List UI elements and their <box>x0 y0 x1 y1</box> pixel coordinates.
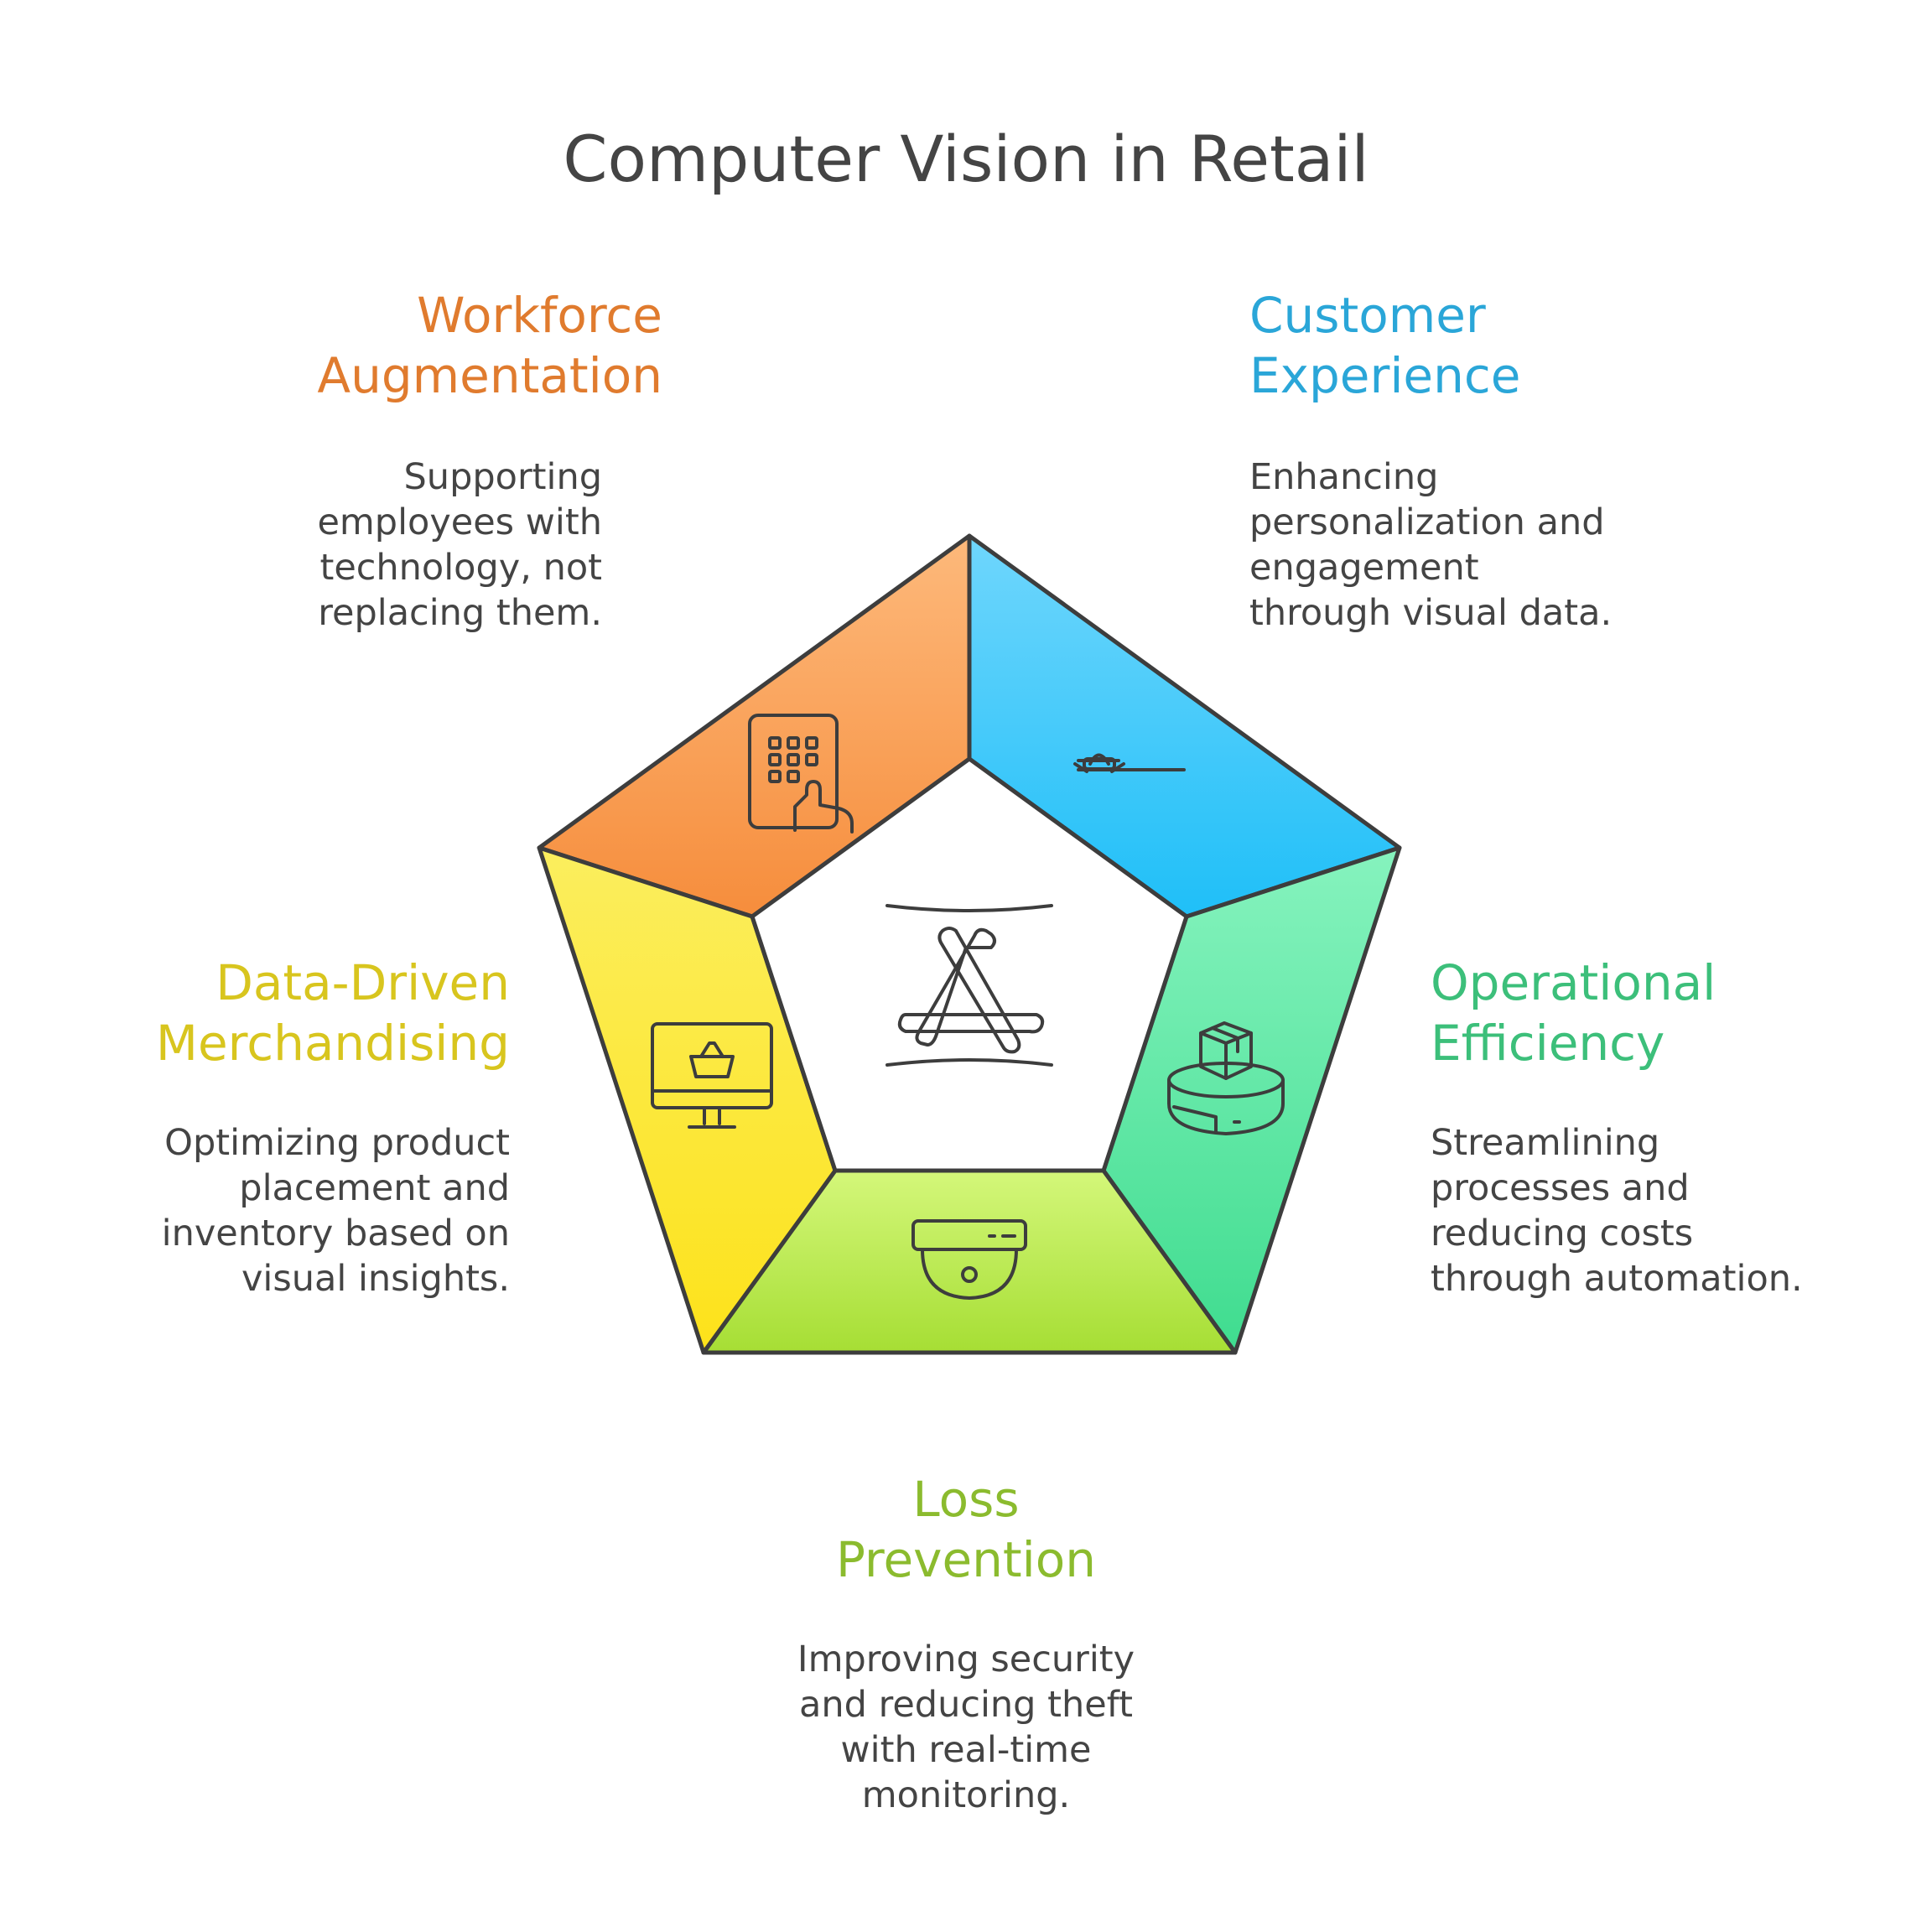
merch-description: Optimizing product placement and invento… <box>162 1120 510 1301</box>
operational-title: Operational Efficiency <box>1431 953 1716 1073</box>
customer-description: Enhancing personalization and engagement… <box>1249 454 1612 636</box>
loss-title-line: Loss <box>912 1471 1020 1528</box>
merch-desc-line: placement and <box>239 1167 510 1209</box>
operational-desc-line: processes and <box>1431 1167 1690 1209</box>
operational-title-line: Efficiency <box>1431 1015 1665 1072</box>
merch-title: Data-Driven Merchandising <box>156 953 510 1073</box>
operational-desc-line: reducing costs <box>1431 1213 1694 1254</box>
loss-desc-line: with real-time <box>840 1729 1092 1771</box>
customer-desc-line: engagement <box>1249 547 1479 589</box>
customer-desc-line: Enhancing <box>1249 456 1439 498</box>
customer-title: Customer Experience <box>1249 285 1520 406</box>
workforce-desc-line: replacing them. <box>318 592 602 634</box>
merch-desc-line: visual insights. <box>241 1258 510 1300</box>
center-pentagon <box>750 756 1189 1173</box>
page-title: Computer Vision in Retail <box>563 122 1369 196</box>
loss-desc-line: and reducing theft <box>799 1684 1133 1726</box>
loss-description: Improving security and reducing theft wi… <box>714 1637 1218 1818</box>
loss-title: Loss Prevention <box>714 1469 1218 1590</box>
workforce-desc-line: Supporting <box>403 456 602 498</box>
workforce-title: Workforce Augmentation <box>317 285 662 406</box>
customer-title-line: Customer <box>1249 287 1486 344</box>
merch-desc-line: Optimizing product <box>164 1122 510 1164</box>
merch-desc-line: inventory based on <box>161 1213 510 1254</box>
customer-desc-line: personalization and <box>1249 501 1605 543</box>
merch-title-line: Merchandising <box>155 1015 510 1072</box>
loss-title-line: Prevention <box>835 1531 1097 1588</box>
workforce-desc-line: technology, not <box>319 547 602 589</box>
monitor-basket-icon <box>651 1022 773 1129</box>
touch-keypad-icon <box>748 714 854 834</box>
smiling-basket-icon <box>1073 753 1186 773</box>
security-camera-icon <box>911 1219 1027 1300</box>
app-store-vision-icon <box>886 904 1053 1067</box>
loss-desc-line: Improving security <box>797 1639 1135 1680</box>
workforce-desc-line: employees with <box>317 501 602 543</box>
loss-desc-line: monitoring. <box>861 1774 1071 1816</box>
customer-desc-line: through visual data. <box>1249 592 1613 634</box>
merch-title-line: Data-Driven <box>216 954 510 1011</box>
workforce-description: Supporting employees with technology, no… <box>317 454 602 636</box>
workforce-title-line: Workforce <box>417 287 662 344</box>
customer-title-line: Experience <box>1249 347 1521 404</box>
workforce-title-line: Augmentation <box>317 347 662 404</box>
operational-title-line: Operational <box>1431 954 1716 1011</box>
conveyor-box-icon <box>1167 1021 1285 1135</box>
operational-desc-line: Streamlining <box>1431 1122 1660 1164</box>
operational-description: Streamlining processes and reducing cost… <box>1431 1120 1803 1301</box>
operational-desc-line: through automation. <box>1431 1258 1803 1300</box>
